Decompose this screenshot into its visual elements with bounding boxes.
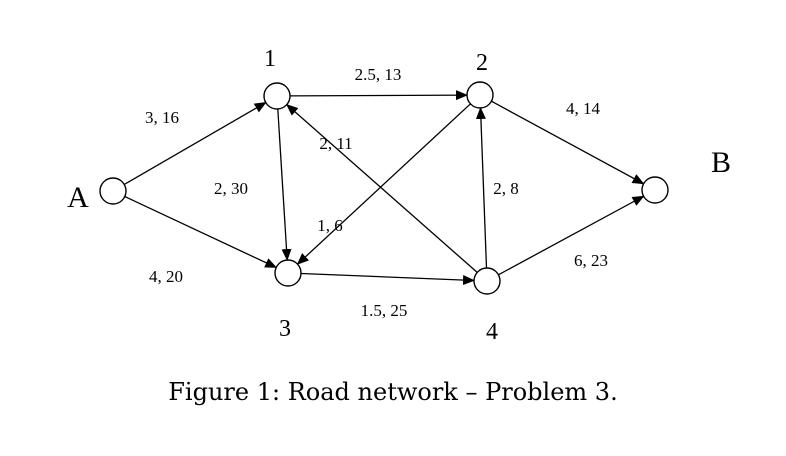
edge-label-1-3: 2, 30: [214, 179, 248, 198]
edge-2-3: [296, 103, 471, 265]
edge-label-4-B: 6, 23: [574, 251, 608, 270]
figure-caption: Figure 1: Road network – Problem 3.: [168, 378, 618, 406]
edge-label-A-3: 4, 20: [149, 267, 183, 286]
edge-1-3: [277, 108, 292, 261]
edge-2-B: [491, 100, 645, 185]
node-label-3: 3: [279, 316, 291, 342]
node-A: [99, 177, 127, 205]
node-label-4: 4: [486, 319, 498, 345]
edge-A-1: [123, 101, 267, 186]
node-1: [263, 82, 291, 110]
edge-label-4-2: 2, 8: [493, 179, 519, 198]
node-2: [466, 81, 494, 109]
road-network-diagram: 3, 16 4, 20 2.5, 13 2, 30 2, 11 1, 6 4, 14 2, 8…: [67, 46, 731, 345]
edge-label-A-1: 3, 16: [145, 108, 179, 127]
node-label-1: 1: [264, 46, 276, 72]
node-label-A: A: [67, 181, 89, 214]
edge-4-2: [475, 107, 488, 269]
node-3: [274, 259, 302, 287]
node-labels-layer: A 1 2 3 4 B: [67, 46, 731, 345]
edge-3-4: [300, 272, 475, 286]
edge-4-B: [498, 195, 645, 276]
edge-1-2: [289, 90, 468, 101]
node-label-2: 2: [476, 50, 488, 76]
edge-label-3-4: 1.5, 25: [361, 301, 408, 320]
edge-A-3: [124, 195, 278, 269]
edge-label-4-1: 2, 11: [319, 134, 352, 153]
edge-label-1-2: 2.5, 13: [355, 65, 402, 84]
edges-layer: [123, 90, 645, 286]
node-4: [473, 267, 501, 295]
edge-label-2-B: 4, 14: [566, 99, 601, 118]
edge-labels-layer: 3, 16 4, 20 2.5, 13 2, 30 2, 11 1, 6 4, 14 2, 8…: [145, 65, 608, 320]
edge-label-2-3: 1, 6: [317, 216, 343, 235]
edge-4-1: [286, 103, 478, 273]
node-B: [641, 176, 669, 204]
node-label-B: B: [711, 146, 731, 179]
nodes-layer: [99, 81, 669, 295]
